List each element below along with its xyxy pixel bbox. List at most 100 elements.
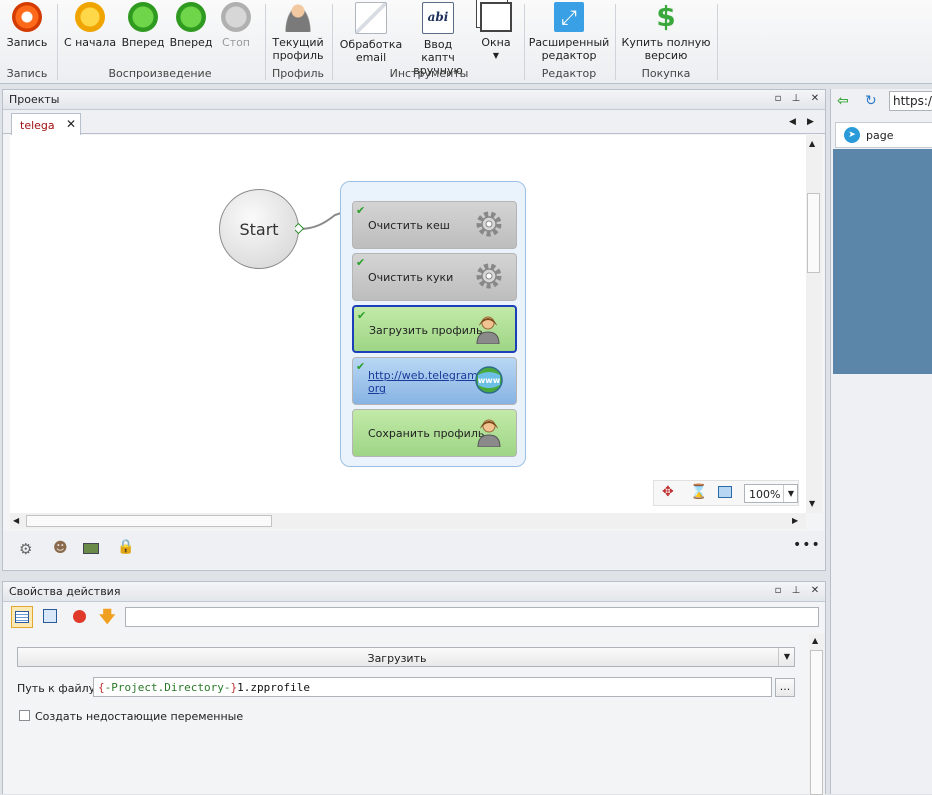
projects-panel: Проекты ▫ ⊥ ✕ telega ✕ ◀ ▶ Start ✔ Очист…	[2, 89, 826, 571]
scroll-thumb[interactable]	[26, 515, 272, 527]
action-save-profile[interactable]: Сохранить профиль	[352, 409, 517, 457]
zoom-select[interactable]: 100% ▼	[744, 484, 798, 503]
profile-small-icon[interactable]: ☻	[53, 540, 68, 556]
navigate-url-link[interactable]: http://web.telegram. org	[368, 369, 482, 395]
hourglass-icon[interactable]: ⌛	[690, 484, 708, 500]
gear-icon	[476, 263, 502, 289]
start-node[interactable]: Start	[219, 189, 299, 269]
browser-panel: ⇦ ↻ https:/ ➤ page	[830, 89, 932, 794]
ribbon-separator	[524, 4, 525, 80]
chevron-down-icon[interactable]: ▼	[783, 485, 798, 502]
current-profile-button[interactable]: Текущий профиль	[270, 0, 326, 66]
center-crosshair-icon[interactable]: ✥	[662, 484, 674, 500]
properties-panel-header: Свойства действия	[3, 582, 825, 602]
windows-icon	[480, 2, 512, 32]
properties-vertical-scrollbar[interactable]: ▲	[809, 634, 825, 795]
close-tab-icon[interactable]: ✕	[66, 117, 77, 131]
play-icon	[128, 2, 158, 32]
group-editor-label: Редактор	[541, 67, 597, 80]
properties-view-button[interactable]	[11, 606, 33, 628]
enabled-check-icon: ✔	[356, 204, 366, 217]
telegram-icon: ➤	[844, 127, 860, 143]
browse-button[interactable]: ...	[775, 678, 795, 697]
settings-gear-icon[interactable]: ⚙	[19, 540, 33, 558]
windows-button[interactable]: Окна ▼	[474, 0, 518, 66]
record-button[interactable]: Запись	[2, 0, 52, 66]
more-options-icon[interactable]: •••	[793, 537, 821, 553]
forward-breakpoint-button[interactable]: Вперед	[168, 0, 214, 66]
group-playback-label: Воспроизведение	[108, 67, 212, 80]
canvas-vertical-scrollbar[interactable]: ▲ ▼	[806, 135, 822, 513]
email-processing-button[interactable]: Обработка email	[338, 0, 404, 66]
edit-properties-icon[interactable]	[43, 609, 57, 623]
scroll-right-icon[interactable]: ▶	[792, 516, 799, 525]
dollar-icon: $	[656, 0, 676, 33]
record-icon	[12, 2, 42, 32]
captcha-icon: abi	[422, 2, 454, 34]
action-clear-cache[interactable]: ✔ Очистить кеш	[352, 201, 517, 249]
group-record-label: Запись	[6, 67, 48, 80]
url-bar[interactable]: https:/	[889, 91, 932, 111]
projects-panel-title: Проекты	[9, 93, 60, 106]
file-path-input[interactable]: {-Project.Directory-}1.zpprofile	[93, 677, 772, 697]
project-tabstrip	[3, 110, 825, 134]
restart-button[interactable]: С начала	[62, 0, 118, 66]
stop-icon	[221, 2, 251, 32]
chevron-down-icon[interactable]: ▼	[778, 648, 795, 666]
expand-icon: ⤢	[554, 2, 584, 32]
buy-full-version-button[interactable]: $ Купить полную версию	[621, 0, 711, 63]
scroll-thumb[interactable]	[807, 193, 820, 273]
project-bottom-toolbar: ⚙ ☻ 🔒 •••	[3, 531, 825, 569]
scroll-thumb[interactable]	[810, 650, 823, 795]
group-tools-label: Инструменты	[389, 67, 469, 80]
tab-scroll-right-icon[interactable]: ▶	[807, 117, 814, 127]
pin-icon[interactable]: ⊥	[791, 93, 801, 104]
lock-icon[interactable]: 🔒	[117, 539, 135, 555]
ribbon-separator	[332, 4, 333, 80]
back-arrow-icon[interactable]: ⇦	[837, 93, 849, 109]
tab-telega[interactable]: telega ✕	[11, 113, 81, 135]
create-missing-checkbox[interactable]	[19, 710, 30, 721]
browser-tab-page[interactable]: ➤ page	[835, 122, 932, 148]
action-load-profile[interactable]: ✔ Загрузить профиль	[352, 305, 517, 353]
canvas-horizontal-scrollbar[interactable]: ◀ ▶	[10, 513, 806, 529]
canvas-zoom-toolbar: ✥ ⌛ 100% ▼	[653, 480, 799, 506]
scroll-up-icon[interactable]: ▲	[812, 636, 819, 645]
stop-button[interactable]: Стоп	[216, 0, 256, 66]
action-type-dropdown[interactable]: Загрузить ▼	[17, 647, 795, 667]
enabled-check-icon: ✔	[356, 256, 366, 269]
ribbon: Запись С начала Вперед Вперед Стоп Воспр…	[0, 0, 932, 84]
properties-panel-title: Свойства действия	[9, 585, 121, 598]
close-icon[interactable]: ✕	[810, 585, 820, 596]
scroll-up-icon[interactable]: ▲	[809, 139, 816, 148]
scroll-down-icon[interactable]: ▼	[809, 499, 816, 508]
ribbon-separator	[615, 4, 616, 80]
minimize-icon[interactable]: ▫	[774, 93, 782, 104]
browser-viewport[interactable]	[833, 149, 932, 374]
image-icon[interactable]	[83, 543, 99, 554]
minimize-icon[interactable]: ▫	[774, 585, 782, 596]
group-profile-label: Профиль	[271, 67, 325, 80]
path-label: Путь к файлу	[17, 682, 96, 695]
breakpoint-icon[interactable]	[73, 610, 86, 623]
close-icon[interactable]: ✕	[810, 93, 820, 104]
tab-scroll-left-icon[interactable]: ◀	[789, 117, 796, 127]
action-name-input[interactable]	[125, 607, 819, 627]
action-navigate-url[interactable]: ✔ http://web.telegram. org www	[352, 357, 517, 405]
arrow-down-icon[interactable]: 🡇	[99, 607, 116, 626]
minimap-icon[interactable]	[718, 486, 732, 498]
enabled-check-icon: ✔	[357, 309, 367, 322]
advanced-editor-button[interactable]: ⤢ Расширенный редактор	[528, 0, 610, 66]
forward-button[interactable]: Вперед	[120, 0, 166, 66]
captcha-input-button[interactable]: abi Ввод каптч вручную	[406, 0, 470, 77]
properties-panel: Свойства действия ▫ ⊥ ✕ 🡇 Загрузить ▼ Пу…	[2, 581, 826, 795]
pin-icon[interactable]: ⊥	[791, 585, 801, 596]
group-purchase-label: Покупка	[641, 67, 691, 80]
scroll-left-icon[interactable]: ◀	[13, 516, 20, 525]
ribbon-separator	[717, 4, 718, 80]
ribbon-separator	[265, 4, 266, 80]
action-clear-cookies[interactable]: ✔ Очистить куки	[352, 253, 517, 301]
refresh-icon[interactable]: ↻	[865, 93, 877, 109]
create-missing-label: Создать недостающие переменные	[35, 710, 244, 723]
gear-icon	[476, 211, 502, 237]
